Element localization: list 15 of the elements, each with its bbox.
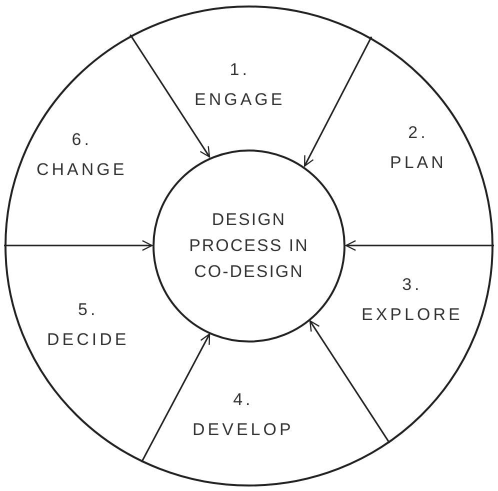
arrow — [140, 334, 210, 462]
stage-label: 1. ENGAGE — [194, 55, 286, 115]
center-circle — [152, 148, 346, 342]
stage-label: 2. PLAN — [390, 118, 446, 178]
center-label: DESIGN PROCESS IN CO-DESIGN — [188, 208, 310, 282]
arrow — [309, 320, 390, 444]
stage-label: 4. DEVELOP — [192, 385, 294, 445]
stage-label: 6. CHANGE — [36, 125, 128, 185]
arrow — [345, 240, 494, 251]
stage-label: 3. EXPLORE — [362, 270, 463, 330]
arrow — [130, 34, 210, 158]
stage-label: 5. DECIDE — [47, 295, 130, 355]
arrow — [4, 240, 153, 251]
arrow — [304, 36, 372, 167]
outer-circle — [4, 4, 494, 486]
